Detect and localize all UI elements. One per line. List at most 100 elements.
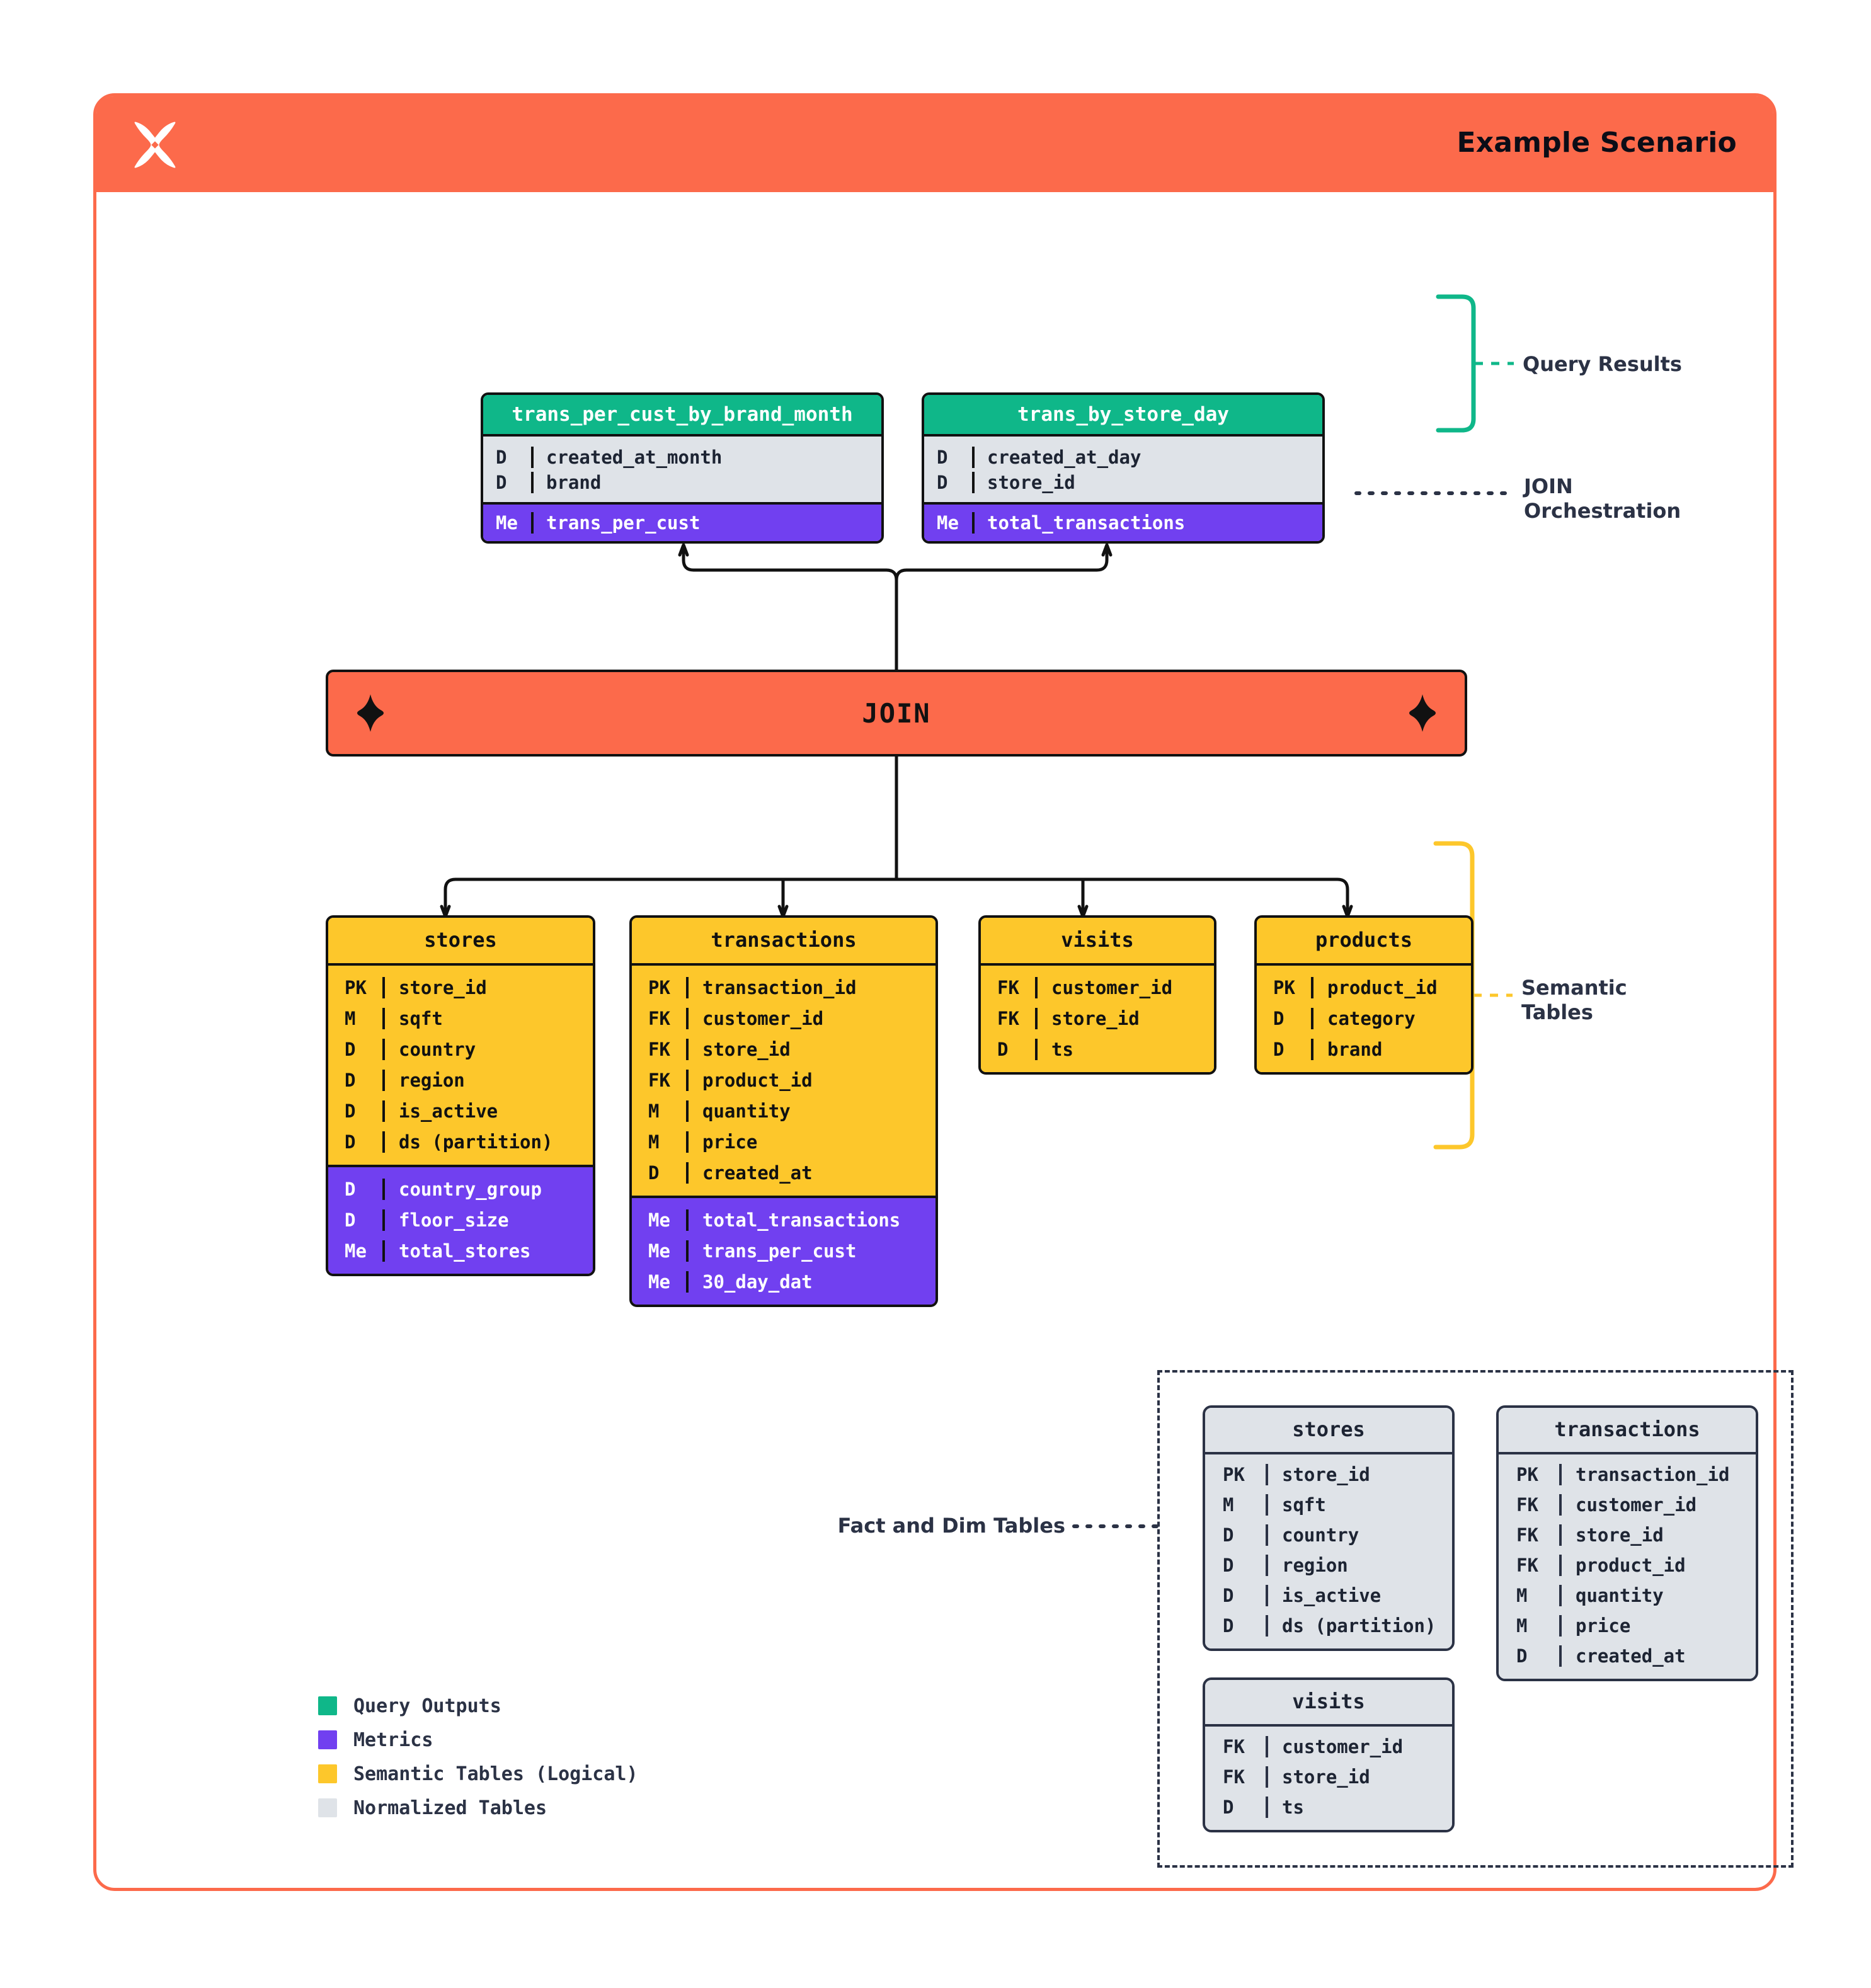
join-label: JOIN xyxy=(862,697,931,729)
column-field: product_id xyxy=(1559,1555,1756,1576)
column-field: ds (partition) xyxy=(1266,1615,1452,1637)
column-field: store_id xyxy=(1266,1766,1452,1788)
column-key: D xyxy=(1223,1615,1234,1637)
column-field: store_id xyxy=(1559,1524,1756,1546)
column-field: price xyxy=(686,1131,936,1153)
column-key: PK xyxy=(1223,1464,1245,1485)
table-title: trans_per_cust_by_brand_month xyxy=(483,395,881,434)
column-key: PK xyxy=(345,976,367,998)
column-key: D xyxy=(997,1038,1009,1060)
column-key: D xyxy=(345,1178,356,1200)
column-key: FK xyxy=(1516,1494,1538,1516)
column-key: FK xyxy=(1516,1524,1538,1546)
sparkle-icon xyxy=(1409,694,1436,732)
column-key: D xyxy=(1223,1555,1234,1576)
legend-swatch-query-outputs xyxy=(318,1696,337,1715)
table-row: PK store_id xyxy=(328,972,593,1003)
legend-label: Query Outputs xyxy=(353,1694,501,1717)
column-field: created_at xyxy=(1559,1645,1756,1667)
dimension-group: D created_at_month D brand xyxy=(483,434,881,502)
column-field: total_transactions xyxy=(972,512,1322,534)
column-key: M xyxy=(648,1131,660,1153)
column-key: M xyxy=(1223,1494,1234,1516)
column-key: D xyxy=(1273,1007,1285,1029)
column-key: FK xyxy=(997,1007,1019,1029)
legend-item: Metrics xyxy=(318,1723,638,1757)
table-row: FK store_id xyxy=(981,1003,1214,1034)
query-result-table[interactable]: trans_by_store_day D created_at_day D st… xyxy=(922,392,1325,544)
annotation-fact-and-dim-tables: Fact and Dim Tables xyxy=(837,1514,1065,1538)
column-field: created_at_day xyxy=(972,447,1322,468)
column-field: transaction_id xyxy=(1559,1464,1756,1485)
column-field: sqft xyxy=(1266,1494,1452,1516)
annotation-join-orchestration: JOIN Orchestration xyxy=(1524,474,1681,523)
column-key: D xyxy=(1273,1038,1285,1060)
column-field: store_id xyxy=(686,1038,936,1060)
annotation-join-line1: JOIN xyxy=(1524,474,1573,498)
legend-label: Normalized Tables xyxy=(353,1797,547,1819)
legend-swatch-metrics xyxy=(318,1730,337,1749)
column-field: total_transactions xyxy=(686,1209,936,1231)
diagram-card: Example Scenario xyxy=(93,93,1794,1891)
annotation-query-results: Query Results xyxy=(1523,352,1682,376)
column-key: PK xyxy=(648,976,670,998)
column-key: D xyxy=(345,1209,356,1231)
annotation-semantic-line1: Semantic xyxy=(1521,976,1627,1000)
column-key: Me xyxy=(648,1271,670,1293)
column-field: product_id xyxy=(686,1069,936,1091)
page-title: Example Scenario xyxy=(1456,127,1737,159)
column-field: customer_id xyxy=(686,1007,936,1029)
column-field: created_at xyxy=(686,1162,936,1184)
metric-group: Me trans_per_cust xyxy=(483,502,881,541)
column-key: FK xyxy=(997,976,1019,998)
table-row: Me trans_per_cust xyxy=(632,1235,936,1266)
column-key: D xyxy=(648,1162,660,1184)
column-field: store_id xyxy=(382,976,593,998)
table-title: stores xyxy=(328,918,593,963)
legend-item: Query Outputs xyxy=(318,1689,638,1723)
join-orchestration-bar[interactable]: JOIN xyxy=(326,670,1467,757)
dimension-group: D created_at_day D store_id xyxy=(924,434,1322,502)
legend: Query Outputs Metrics Semantic Tables (L… xyxy=(318,1689,638,1825)
query-result-table[interactable]: trans_per_cust_by_brand_month D created_… xyxy=(481,392,884,544)
column-key: M xyxy=(1516,1615,1528,1637)
column-field: trans_per_cust xyxy=(686,1240,936,1262)
column-key: D xyxy=(345,1069,356,1091)
column-field: 30_day_dat xyxy=(686,1271,936,1293)
column-field: store_id xyxy=(1035,1007,1214,1029)
column-key: M xyxy=(345,1007,356,1029)
column-key: D xyxy=(345,1038,356,1060)
column-field: quantity xyxy=(1559,1585,1756,1606)
column-key: Me xyxy=(648,1240,670,1262)
column-field: price xyxy=(1559,1615,1756,1637)
column-key: D xyxy=(496,472,507,493)
column-field: sqft xyxy=(382,1007,593,1029)
column-field: trans_per_cust xyxy=(531,512,881,534)
